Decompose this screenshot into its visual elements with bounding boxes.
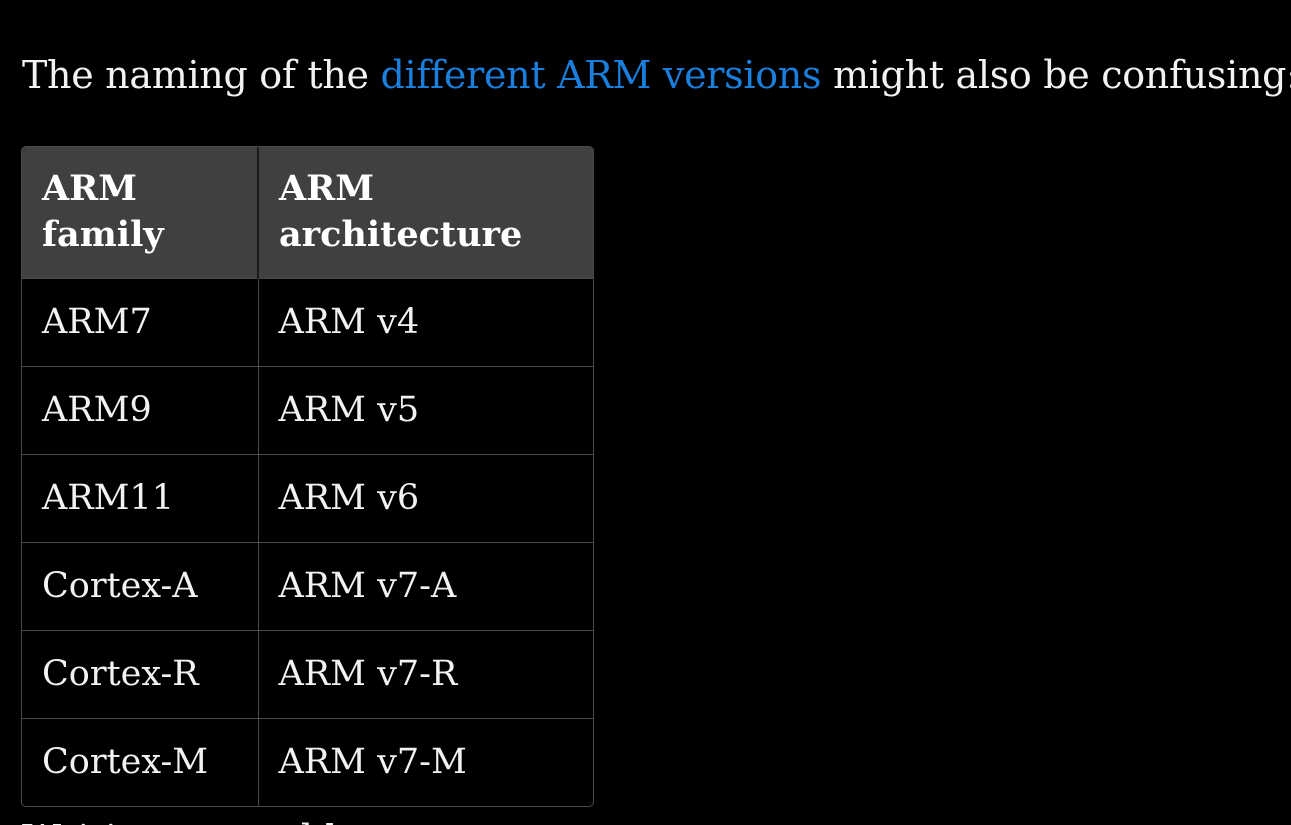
intro-text-start: The naming of the	[22, 53, 381, 97]
cell-arm-architecture: ARM v7-R	[257, 629, 593, 718]
arm-versions-link[interactable]: different ARM versions	[380, 53, 822, 97]
next-heading-partial: Writing to a table	[22, 812, 360, 825]
table-row: Cortex-R ARM v7-R	[22, 629, 593, 718]
cell-arm-family: ARM11	[22, 453, 258, 542]
cell-arm-architecture: ARM v7-A	[257, 541, 593, 630]
cell-arm-architecture: ARM v7-M	[257, 717, 593, 806]
cell-arm-family: Cortex-M	[22, 717, 258, 806]
cell-arm-architecture: ARM v6	[257, 453, 593, 542]
table-row: Cortex-A ARM v7-A	[22, 541, 593, 630]
column-header-arm-family: ARM family	[22, 147, 258, 278]
cell-arm-family: Cortex-A	[22, 541, 258, 630]
table-row: Cortex-M ARM v7-M	[22, 717, 593, 806]
table-row: ARM7 ARM v4	[22, 277, 593, 366]
cell-arm-family: ARM7	[22, 277, 258, 366]
arm-naming-table: ARM family ARM architecture ARM7 ARM v4 …	[21, 146, 594, 807]
cell-arm-architecture: ARM v4	[257, 277, 593, 366]
cell-arm-family: Cortex-R	[22, 629, 258, 718]
intro-text-end: might also be confusing:	[821, 53, 1291, 97]
cell-arm-architecture: ARM v5	[257, 365, 593, 454]
table-row: ARM9 ARM v5	[22, 365, 593, 454]
table-header-row: ARM family ARM architecture	[22, 147, 593, 278]
column-header-arm-architecture: ARM architecture	[257, 147, 593, 278]
table-row: ARM11 ARM v6	[22, 453, 593, 542]
cell-arm-family: ARM9	[22, 365, 258, 454]
intro-paragraph: The naming of the different ARM versions…	[22, 48, 1291, 102]
